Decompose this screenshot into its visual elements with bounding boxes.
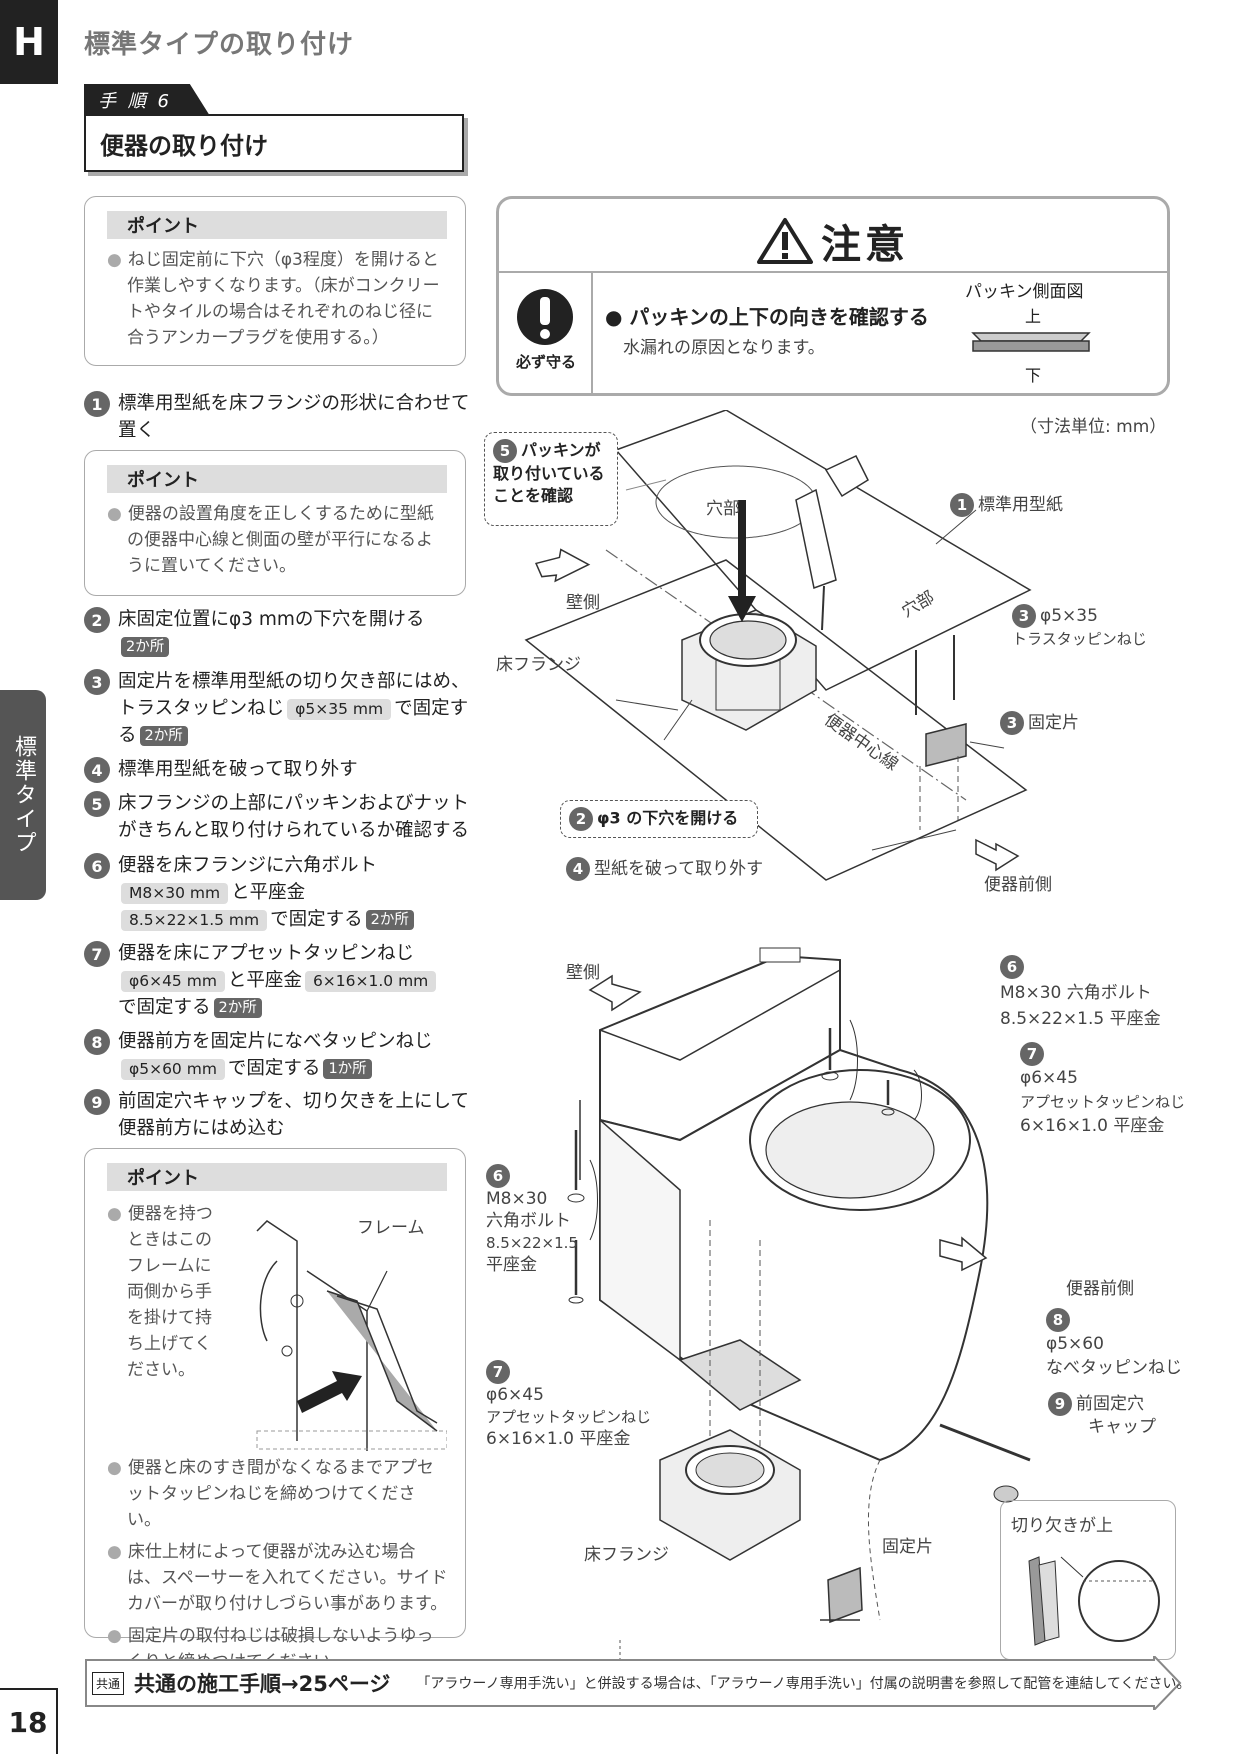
- caution-main: ● パッキンの上下の向きを確認する: [605, 305, 929, 329]
- point-box-2: ポイント ●便器の設置角度を正しくするために型紙の便器中心線と側面の壁が平行にな…: [84, 450, 466, 596]
- packing-up-label: 上: [1025, 307, 1042, 326]
- packing-side-view: [971, 332, 1091, 352]
- spec-chip: φ5×35 mm: [287, 698, 392, 720]
- wall-side-label-2: 壁側: [566, 963, 600, 983]
- packing-title: パッキン側面図: [965, 282, 1084, 302]
- hole-label: 穴部: [706, 499, 740, 519]
- footer-link[interactable]: 共通の施工手順→25ページ: [134, 1672, 391, 1696]
- warning-icon: [757, 218, 813, 264]
- must-label: 必ず守る: [515, 353, 576, 371]
- floor-flange-label: 床フランジ: [496, 655, 581, 675]
- packing-down-label: 下: [1025, 366, 1042, 385]
- front-side-label: 便器前側: [984, 875, 1052, 895]
- point-heading: ポイント: [107, 211, 447, 239]
- point-text: ●ねじ固定前に下穴（φ3程度）を開けると作業しやすくなります。（床がコンクリート…: [107, 250, 440, 348]
- fixing-piece-label-2: 固定片: [882, 1537, 933, 1557]
- footer-badge: 共通: [92, 1671, 125, 1695]
- notch-label: 切り欠きが上: [1011, 1516, 1113, 1536]
- footer-note: 「アラウーノ専用手洗い」と併設する場合は、「アラウーノ専用手洗い」付属の説明書を…: [416, 1676, 1191, 1692]
- count-badge: 2か所: [121, 637, 170, 657]
- spec-chip: 6×16×1.0 mm: [304, 970, 437, 992]
- step-9: 9 前固定穴キャップを、切り欠きを上にして便器前方にはめ込む: [84, 1088, 474, 1142]
- point-box-3: ポイント ●便器を持つときはこのフレームに両側から手を掛けて持ち上げてください。…: [84, 1148, 466, 1672]
- step-4: 4 標準用型紙を破って取り外す: [84, 756, 474, 783]
- count-badge: 2か所: [365, 910, 414, 930]
- point-heading: ポイント: [107, 465, 447, 493]
- count-badge: 2か所: [213, 998, 262, 1018]
- step-tag: 手 順 6: [84, 84, 210, 116]
- caution-box: 注意 必ず守る ● パッキンの上下の向きを確認する 水漏れの原因となります。 パ…: [496, 196, 1170, 396]
- point-heading: ポイント: [107, 1163, 447, 1191]
- cap-detail: [1028, 1556, 1160, 1646]
- page-title: 標準タイプの取り付け: [84, 30, 355, 60]
- toilet-diagram: [567, 947, 1031, 1660]
- notch-inset: 切り欠きが上: [1000, 1500, 1176, 1660]
- footer-arrow: [85, 1656, 1182, 1710]
- point-notes: ●便器と床のすき間がなくなるまでアプセットタッピンねじを締めつけてください。 ●…: [107, 1458, 448, 1672]
- frame-label: フレーム: [357, 1218, 425, 1238]
- spec-chip: 8.5×22×1.5 mm: [121, 909, 268, 931]
- unit-note: （寸法単位: mm）: [1020, 417, 1167, 437]
- caution-title: 注意: [499, 211, 1167, 271]
- step-1: 1 標準用型紙を床フランジの形状に合わせて置く: [84, 390, 474, 444]
- spec-chip: φ5×60 mm: [121, 1058, 225, 1080]
- side-tab: 標準タイプ: [0, 690, 46, 900]
- point-hold-text: ●便器を持つときはこのフレームに両側から手を掛けて持ち上げてください。: [107, 1204, 213, 1380]
- footer: 共通 共通の施工手順→25ページ 「アラウーノ専用手洗い」と併設する場合は、「ア…: [92, 1668, 1190, 1698]
- wall-side-label: 壁側: [566, 593, 600, 613]
- spec-chip: M8×30 mm: [121, 882, 229, 904]
- front-side-label-2: 便器前側: [1066, 1279, 1134, 1299]
- count-badge: 2か所: [139, 726, 188, 746]
- floor-flange-label-2: 床フランジ: [584, 1545, 669, 1565]
- spec-chip: φ6×45 mm: [121, 970, 225, 992]
- step-title: 便器の取り付け: [84, 114, 464, 172]
- step-5: 5 床フランジの上部にパッキンおよびナットがきちんと取り付けられているか確認する: [84, 790, 474, 844]
- point-box-1: ポイント ●ねじ固定前に下穴（φ3程度）を開けると作業しやすくなります。（床がコ…: [84, 196, 466, 366]
- count-badge: 1か所: [323, 1059, 372, 1079]
- section-tab: H: [0, 0, 58, 84]
- exclamation-icon: [517, 289, 573, 345]
- caution-sub: 水漏れの原因となります。: [623, 338, 825, 358]
- frame-illustration: [239, 1203, 447, 1451]
- page-number: 18: [0, 1688, 58, 1754]
- point-text: ●便器の設置角度を正しくするために型紙の便器中心線と側面の壁が平行になるように置…: [107, 504, 434, 576]
